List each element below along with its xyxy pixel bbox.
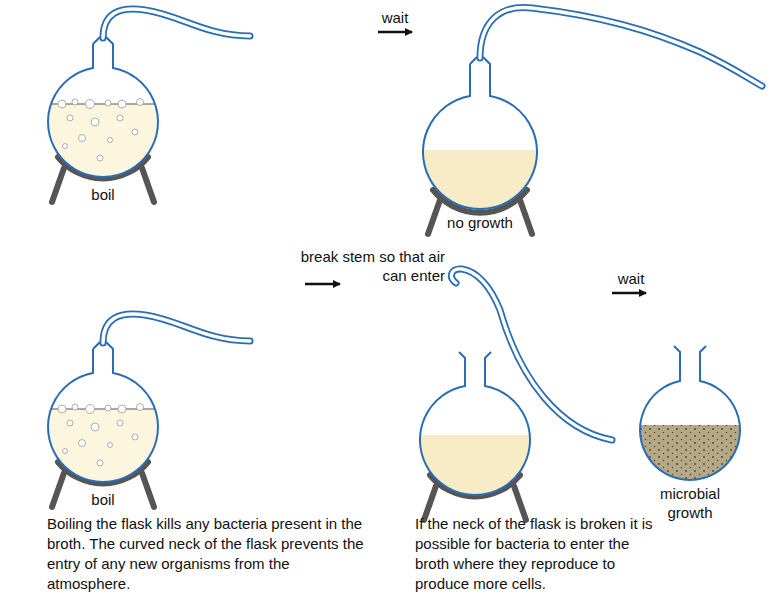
flask-label: boil bbox=[68, 185, 138, 204]
boiling-flask bbox=[40, 314, 250, 507]
step-arrow bbox=[612, 292, 646, 295]
step-label: wait bbox=[596, 269, 666, 288]
step-label: wait bbox=[360, 8, 430, 27]
flask-label: boil bbox=[68, 490, 138, 509]
step-arrow bbox=[305, 283, 340, 286]
caption-text: If the neck of the flask is broken it is… bbox=[415, 514, 660, 594]
result-label: no growth bbox=[430, 213, 530, 232]
step-arrow bbox=[378, 31, 412, 34]
result-label: microbial growth bbox=[645, 484, 735, 522]
caption-text: Boiling the flask kills any bacteria pre… bbox=[47, 514, 365, 594]
boiling-flask bbox=[40, 9, 250, 202]
open-flask bbox=[415, 269, 612, 520]
contaminated-flask bbox=[635, 346, 745, 485]
instruction-label: break stem so that air can enter bbox=[300, 247, 445, 285]
sterile-flask bbox=[415, 7, 762, 234]
